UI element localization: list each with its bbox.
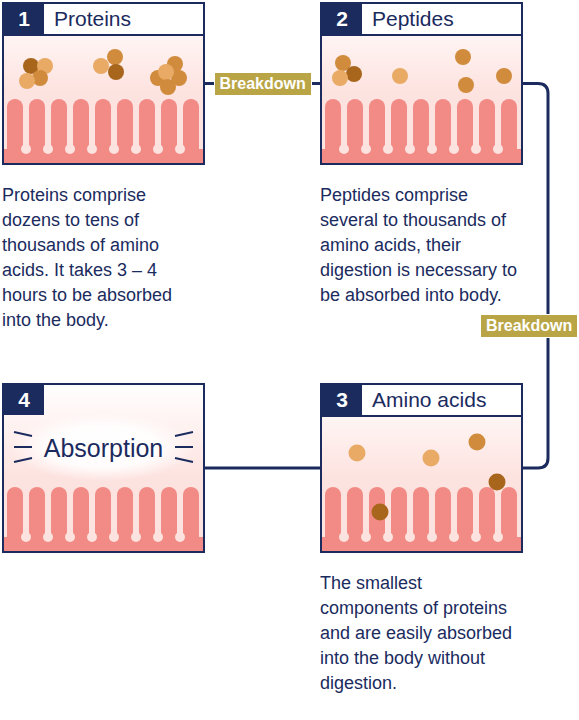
amino-particle [158, 64, 174, 80]
amino-particle [458, 77, 474, 93]
glow-ray [14, 458, 32, 462]
edge-label: Breakdown [480, 314, 578, 338]
glow-ray [14, 446, 32, 448]
step-description: Proteins comprise dozens to tens of thou… [2, 183, 204, 333]
connector-line [205, 467, 320, 470]
step-description: The smallest components of proteins and … [320, 571, 522, 696]
amino-particle [346, 66, 362, 82]
glow-ray [175, 446, 193, 448]
step-number: 1 [4, 4, 44, 34]
amino-particle [93, 58, 109, 74]
amino-particle [392, 68, 408, 84]
panel-body [320, 2, 523, 165]
amino-particle [107, 49, 123, 65]
amino-particle [423, 450, 440, 467]
step-title: Amino acids [362, 385, 521, 415]
amino-particle [455, 49, 471, 65]
process-panel: 2PeptidesPeptides comprise several to th… [320, 2, 523, 165]
intestinal-villi [322, 99, 521, 163]
step-title: Peptides [362, 4, 521, 34]
amino-particle [160, 79, 176, 95]
process-panel: 1ProteinsProteins comprise dozens to ten… [2, 2, 205, 165]
amino-particle [496, 68, 512, 84]
step-description: Peptides comprise several to thousands o… [320, 183, 522, 308]
panel-header: 2Peptides [322, 4, 521, 36]
process-panel: 4Absorption [2, 383, 205, 553]
step-title: Proteins [44, 4, 203, 34]
panel-header: 1Proteins [4, 4, 203, 36]
panel-header: 3Amino acids [322, 385, 521, 417]
amino-particle [489, 474, 506, 491]
glow-ray [175, 432, 193, 436]
connector-line [523, 84, 548, 469]
step-number: 4 [4, 385, 44, 415]
amino-particle [349, 445, 366, 462]
panel-body [320, 383, 523, 553]
panel-body [2, 2, 205, 165]
process-panel: 3Amino acidsThe smallest components of p… [320, 383, 523, 553]
intestinal-villi [322, 487, 521, 551]
amino-particle [108, 64, 124, 80]
intestinal-villi [4, 487, 203, 551]
glow-ray [175, 458, 193, 462]
amino-particle [372, 504, 389, 521]
amino-particle [332, 70, 348, 86]
intestinal-villi [4, 99, 203, 163]
amino-particle [469, 434, 486, 451]
step-number: 3 [322, 385, 362, 415]
panel-label: Absorption [4, 431, 203, 465]
step-number: 2 [322, 4, 362, 34]
amino-particle [19, 73, 35, 89]
edge-label: Breakdown [214, 72, 312, 96]
panel-body [2, 383, 205, 553]
glow-ray [14, 432, 32, 436]
